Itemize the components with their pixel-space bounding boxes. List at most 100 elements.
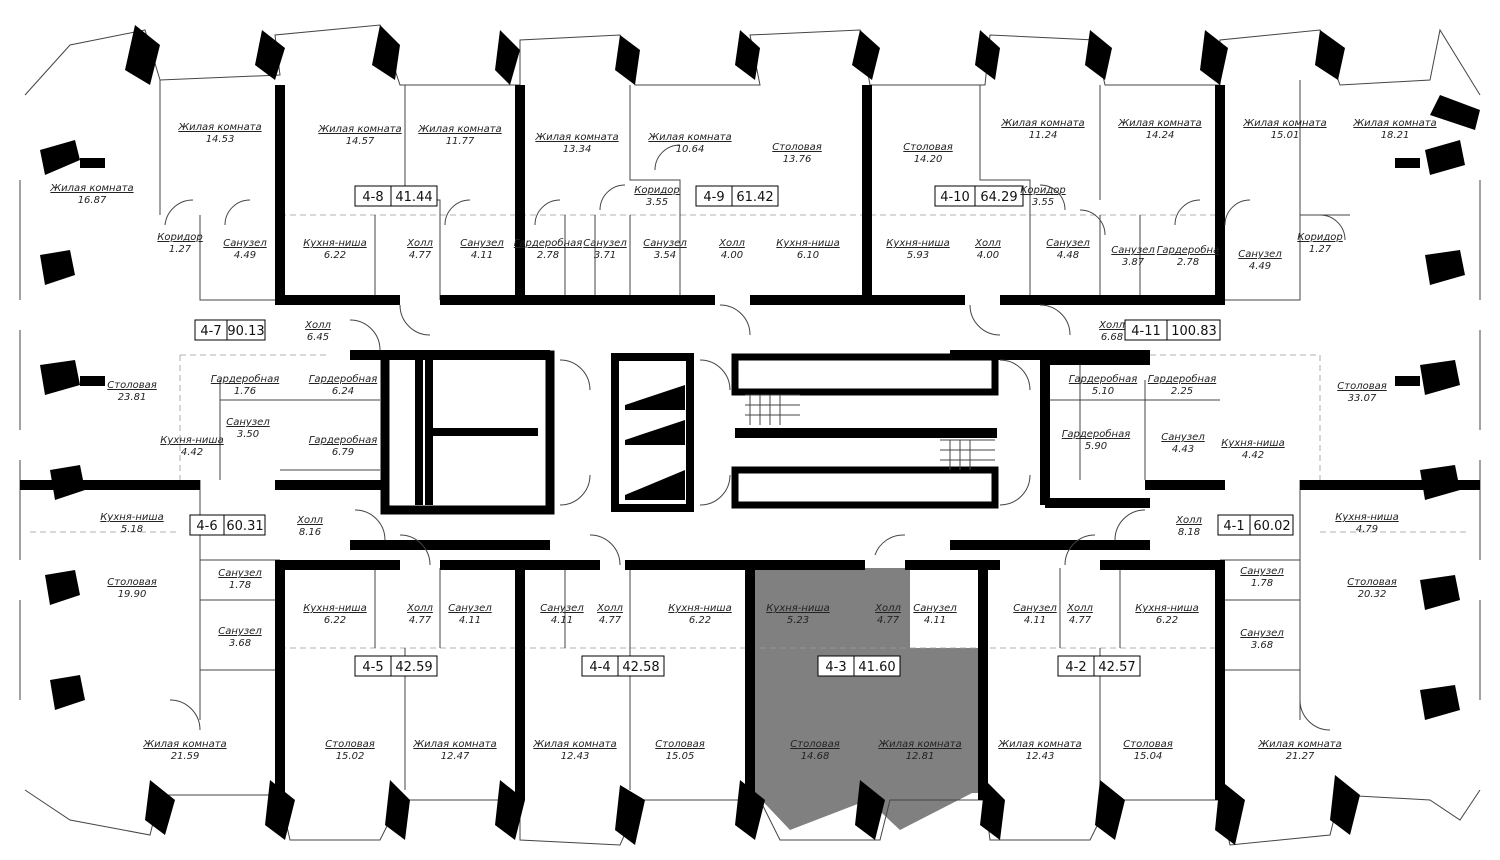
room-name: Жилая комната	[412, 739, 496, 750]
room-name: Столовая	[107, 380, 156, 391]
room-name: Санузел	[1240, 628, 1284, 639]
room-area: 6.22	[324, 615, 346, 626]
room-name: Санузел	[1238, 249, 1282, 260]
room-name: Гардеробная	[309, 373, 377, 385]
room-name: Санузел	[1161, 432, 1205, 443]
room-name: Кухня-ниша	[668, 603, 731, 614]
room-area: 4.77	[599, 615, 622, 626]
room-area: 6.45	[307, 332, 329, 343]
building-core	[350, 350, 1150, 515]
room-name: Санузел	[913, 603, 957, 614]
room-name: Холл	[1175, 515, 1202, 526]
room-area: 3.55	[1032, 197, 1054, 208]
unit-badge-text: 4-1	[1223, 519, 1244, 534]
dashed-lines	[30, 214, 1470, 649]
room-name: Столовая	[1337, 381, 1386, 392]
room-area: 4.11	[551, 615, 573, 626]
room-area: 15.01	[1271, 130, 1300, 141]
room-name: Гардеробная	[514, 237, 582, 249]
facade-columns	[40, 25, 1480, 845]
room-name: Холл	[406, 238, 433, 249]
room-area: 6.22	[689, 615, 711, 626]
room-name: Гардеробная	[1148, 373, 1216, 385]
room-area: 10.64	[676, 144, 705, 155]
unit-badge-text: 61.42	[736, 190, 773, 205]
unit-badge-text: 4-4	[589, 660, 610, 675]
room-name: Коридор	[157, 232, 202, 243]
room-name: Кухня-ниша	[1221, 438, 1284, 449]
room-area: 1.78	[229, 580, 251, 591]
room-area: 23.81	[118, 392, 147, 403]
room-area: 4.77	[409, 250, 432, 261]
room-name: Холл	[874, 603, 901, 614]
room-area: 8.18	[1178, 527, 1200, 538]
room-name: Кухня-ниша	[303, 603, 366, 614]
room-name: Санузел	[1111, 245, 1155, 256]
room-name: Жилая комната	[417, 124, 501, 135]
room-area: 19.90	[118, 589, 147, 600]
unit-badge-text: 4-11	[1131, 324, 1161, 339]
unit-badge[interactable]: 4-1 60.02	[1217, 514, 1294, 536]
room-name: Коридор	[1020, 185, 1065, 196]
room-name: Холл	[304, 320, 331, 331]
room-area: 4.48	[1057, 250, 1079, 261]
room-area: 1.78	[1251, 578, 1273, 589]
room-name: Столовая	[903, 142, 952, 153]
room-area: 4.42	[1242, 450, 1264, 461]
room-name: Столовая	[655, 739, 704, 750]
room-area: 2.78	[537, 250, 559, 261]
room-area: 6.22	[1156, 615, 1178, 626]
room-area: 5.18	[121, 524, 143, 535]
room-name: Столовая	[772, 142, 821, 153]
room-name: Кухня-ниша	[766, 603, 829, 614]
room-area: 4.11	[459, 615, 481, 626]
unit-badge-text: 4-3	[825, 660, 846, 675]
room-name: Санузел	[643, 238, 687, 249]
unit-badge-text: 60.02	[1253, 519, 1290, 534]
room-area: 4.79	[1356, 524, 1378, 535]
room-name: Санузел	[540, 603, 584, 614]
room-area: 6.68	[1101, 332, 1123, 343]
room-name: Жилая комната	[142, 739, 226, 750]
room-name: Жилая комната	[647, 132, 731, 143]
room-area: 1.27	[169, 244, 192, 255]
room-area: 3.50	[237, 429, 259, 440]
unit-badge-text: 4-7	[200, 324, 221, 339]
room-area: 14.57	[346, 136, 375, 147]
room-name: Гардеробная	[211, 373, 279, 385]
room-area: 1.76	[234, 386, 256, 397]
unit-badge-text: 42.57	[1098, 660, 1135, 675]
